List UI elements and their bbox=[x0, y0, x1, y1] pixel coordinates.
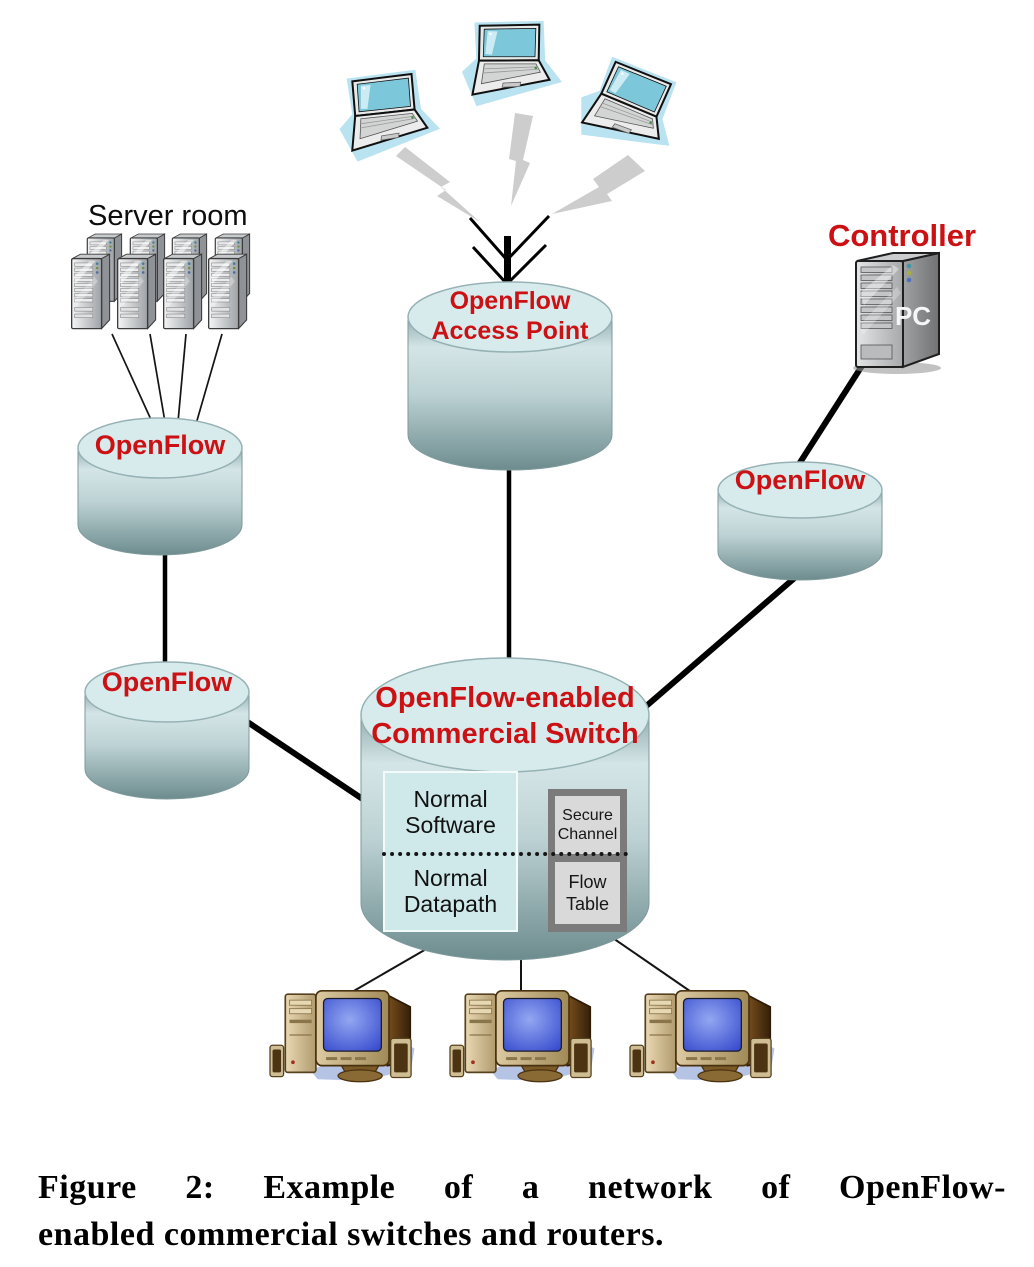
wireless-clients bbox=[327, 10, 689, 165]
openflow-label-left-upper: OpenFlow bbox=[94, 430, 226, 460]
commercial-switch-title-line2: Commercial Switch bbox=[371, 718, 639, 750]
link-controller-right bbox=[789, 356, 870, 477]
link-server-3 bbox=[177, 333, 187, 423]
commercial-switch-title: OpenFlow-enabled Commercial Switch bbox=[363, 680, 647, 752]
server-tower-icon bbox=[116, 253, 157, 330]
secure-channel-box: Secure Channel bbox=[555, 796, 620, 854]
controller-label: Controller bbox=[827, 218, 977, 253]
network-links bbox=[111, 333, 870, 999]
openflow-stack-box: Secure Channel Flow Table bbox=[548, 789, 627, 932]
openflow-label-left-lower: OpenFlow bbox=[101, 667, 233, 697]
desktop-computer-icon bbox=[629, 989, 776, 1083]
figure-caption-line2: enabled commercial switches and routers. bbox=[38, 1216, 664, 1253]
access-point-title-line2: Access Point bbox=[431, 317, 589, 345]
normal-datapath-label: Normal Datapath bbox=[403, 864, 498, 917]
openflow-cylinder-right bbox=[717, 461, 883, 581]
normal-software-label: Normal Software bbox=[405, 786, 496, 839]
wireless-bolt-icon bbox=[552, 155, 645, 214]
link-leftlower-switch bbox=[244, 718, 384, 815]
access-point-title: OpenFlow Access Point bbox=[408, 286, 612, 346]
link-desktop-1 bbox=[351, 947, 429, 993]
server-tower-icon bbox=[70, 253, 111, 330]
link-desktop-3 bbox=[606, 933, 701, 999]
openflow-cylinder-left-upper bbox=[77, 417, 243, 556]
software-datapath-divider bbox=[382, 852, 628, 856]
antenna-icon bbox=[468, 214, 551, 288]
link-server-4 bbox=[195, 333, 223, 425]
link-right-switch bbox=[642, 572, 800, 711]
wireless-bolt-icon bbox=[396, 147, 480, 222]
figure-caption-line1: Figure 2: Example of a network of OpenFl… bbox=[38, 1169, 1006, 1206]
laptop-icon bbox=[327, 58, 444, 165]
access-point-cylinder bbox=[407, 281, 613, 471]
wired-hosts bbox=[269, 989, 776, 1083]
access-point-title-line1: OpenFlow bbox=[449, 287, 571, 315]
server-tower-icon bbox=[162, 253, 203, 330]
desktop-computer-icon bbox=[449, 989, 596, 1083]
flow-table-box: Flow Table bbox=[555, 862, 620, 924]
link-server-1 bbox=[111, 333, 154, 425]
laptop-icon bbox=[570, 50, 689, 159]
wireless-bolts bbox=[396, 113, 645, 222]
commercial-switch-title-line1: OpenFlow-enabled bbox=[375, 682, 635, 714]
normal-stack-box: Normal Software Normal Datapath bbox=[383, 771, 518, 932]
openflow-label-right: OpenFlow bbox=[734, 465, 866, 495]
pc-label: PC bbox=[894, 301, 932, 331]
desktop-computer-icon bbox=[269, 989, 416, 1083]
server-tower-icon bbox=[207, 253, 248, 330]
figure-caption: Figure 2: Example of a network of OpenFl… bbox=[38, 1164, 1006, 1258]
link-server-2 bbox=[149, 333, 166, 423]
laptop-icon bbox=[454, 10, 565, 109]
openflow-cylinder-left-lower bbox=[84, 661, 250, 800]
wireless-bolt-icon bbox=[509, 113, 533, 206]
server-room-label: Server room bbox=[88, 200, 248, 232]
server-rack bbox=[70, 233, 251, 330]
